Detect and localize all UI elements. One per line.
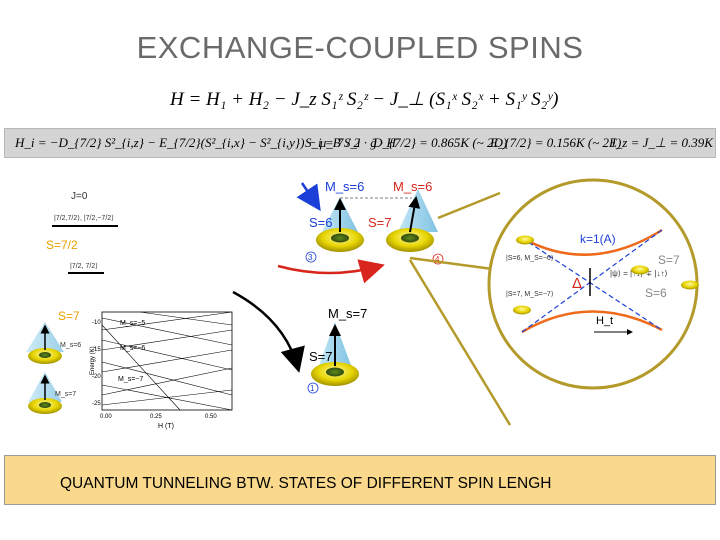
zoom-torus-1 — [516, 235, 534, 245]
xtick-1: 0.25 — [150, 414, 162, 420]
plot-curves — [101, 311, 233, 411]
small-molecule-2: M_s=7 — [28, 372, 76, 414]
plot-xlabel: H (T) — [158, 423, 174, 430]
s6-label: S=6 — [309, 215, 333, 230]
zoom-torus-3 — [681, 280, 699, 290]
ms7-label: M_s=7 — [328, 306, 367, 321]
s7-red-label: S=7 — [368, 215, 392, 230]
d-parameter: D_{7/2} = 0.865K (~ 2D) — [373, 135, 508, 150]
diabatic-line-1 — [521, 237, 663, 331]
plot-label-ms7: M_s=−7 — [118, 376, 143, 383]
xtick-0: 0.00 — [100, 414, 112, 420]
footer-box — [4, 455, 716, 505]
anticrossing-upper — [521, 228, 663, 256]
ytick-3: -25 — [92, 401, 101, 407]
spin-value: S_i = 7 / 2 — [305, 135, 360, 150]
delta-label: Δ — [572, 275, 582, 292]
zoom-line-mid — [409, 256, 501, 272]
number-4: 4 — [435, 255, 440, 264]
xtick-2: 0.50 — [205, 414, 217, 420]
red-transition-arrow — [277, 259, 385, 284]
state-mid-label: |7/2, 7/2⟩ — [70, 262, 98, 270]
zoom-line-top — [437, 191, 501, 220]
zoom-line-bottom — [408, 259, 512, 426]
single-ion-hamiltonian: H_i = −D_{7/2} S²_{i,z} − E_{7/2}(S²_{i,… — [15, 135, 396, 150]
molecule-s6: M_s=6 S=6 3 — [305, 179, 364, 263]
small-molecule-1: M_s=6 — [26, 322, 81, 364]
blue-arrow — [296, 182, 321, 212]
ht-label: H_t — [596, 315, 613, 327]
ms6-blue-label: M_s=6 — [325, 179, 364, 194]
parameter-bar: H_i = −D_{7/2} S²_{i,z} − E_{7/2}(S²_{i,… — [4, 128, 716, 158]
ytick-0: -10 — [92, 320, 101, 326]
j-parameter: J_z = J_⊥ = 0.39K — [610, 135, 713, 150]
plot-label-ms5: M_s=−5 — [120, 320, 145, 327]
ytick-2: -20 — [92, 374, 101, 380]
ket-top-label: |S=6, M_S=−6⟩ — [506, 254, 554, 262]
plot-ylabel: Energy (K) — [90, 346, 96, 375]
plot-label-ms6: M_s=−6 — [120, 345, 145, 352]
ms6-red-label: M_s=6 — [393, 179, 432, 194]
diabatic-line-2 — [521, 229, 663, 333]
zoom-s6-label: S=6 — [645, 286, 667, 300]
j0-label: J=0 — [71, 191, 88, 202]
small-ms7-label: M_s=7 — [55, 391, 76, 398]
ket-bottom-label: |S=7, M_S=−7⟩ — [506, 290, 554, 298]
zeeman-energy-plot: -10 -15 -20 -25 0.00 0.25 0.50 H (T) Ene… — [90, 311, 233, 430]
ytick-1: -15 — [92, 347, 101, 353]
hamiltonian-equation: H = H₁ + H₂ − J_z S₁ᶻ S₂ᶻ − J_⊥ (S₁ˣ S₂ˣ… — [170, 89, 559, 110]
small-ms6-label: M_s=6 — [60, 342, 81, 349]
energy-level-scheme: J=0 |7/2,7/2⟩, |7/2,−7/2⟩ S=7/2 |7/2, 7/… — [46, 191, 118, 323]
s72-label: S=7/2 — [46, 238, 78, 252]
anticrossing-lower — [521, 310, 663, 334]
zoom-torus-2 — [631, 265, 649, 275]
e-parameter: E_{7/2} = 0.156K (~ 2E) — [490, 135, 622, 150]
k-label: k=1(A) — [580, 232, 616, 246]
number-3: 3 — [308, 253, 313, 262]
page-title: EXCHANGE-COUPLED SPINS — [136, 30, 584, 65]
molecule-s7: M_s=6 S=7 4 — [340, 179, 444, 265]
zoom-s7-label: S=7 — [658, 253, 680, 267]
zoom-torus-4 — [513, 305, 531, 315]
s7-label: S=7 — [58, 309, 80, 323]
footer-text: QUANTUM TUNNELING BTW. STATES OF DIFFERE… — [60, 475, 552, 492]
molecule-ground: M_s=7 S=7 1 — [307, 306, 367, 394]
number-1: 1 — [310, 384, 315, 393]
s7-ground-label: S=7 — [309, 349, 333, 364]
state-top-label: |7/2,7/2⟩, |7/2,−7/2⟩ — [54, 214, 114, 222]
black-transition-arrow — [232, 290, 305, 373]
zoom-circle: Δ k=1(A) S=7 S=6 H_t |S=6, M_S=−6⟩ |ψ⟩ =… — [487, 178, 699, 390]
